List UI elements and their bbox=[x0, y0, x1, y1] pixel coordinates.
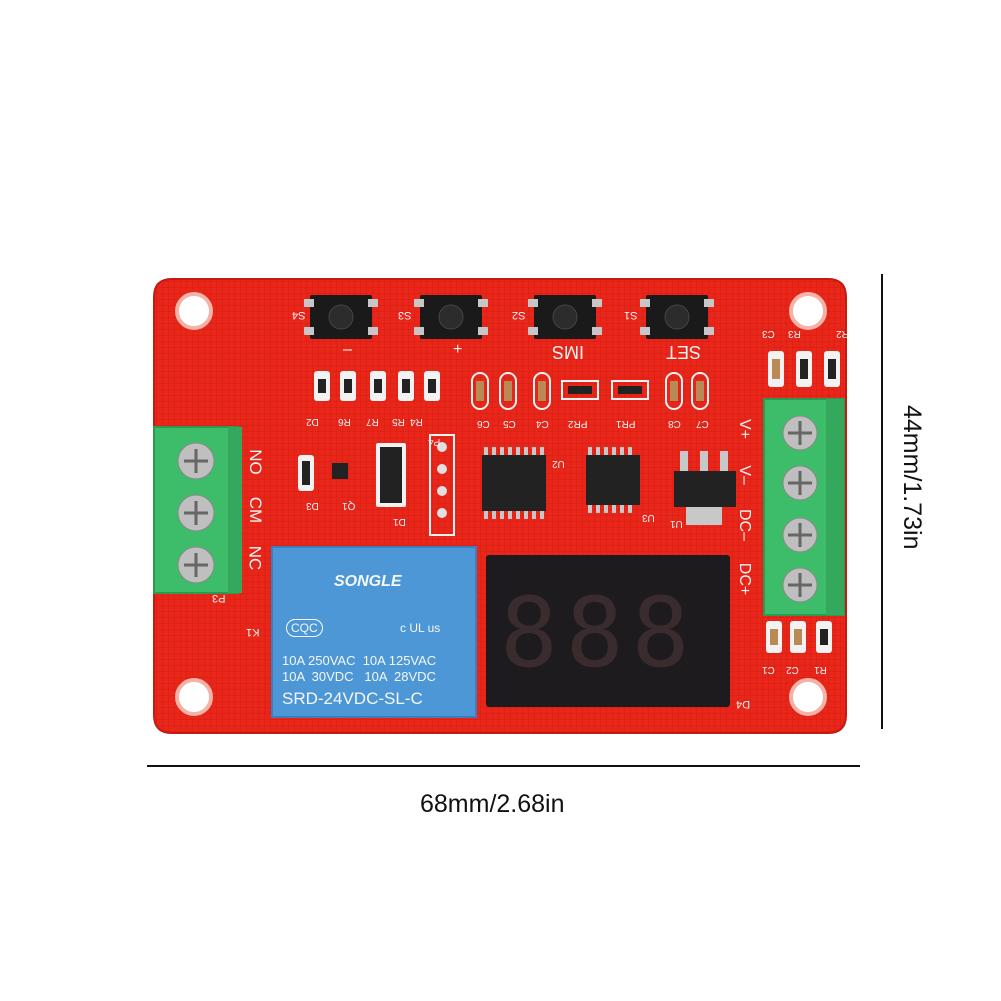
right-terminal-block bbox=[763, 398, 845, 616]
relay-ul-mark: c UL us bbox=[400, 621, 441, 635]
button-caption-plus: + bbox=[453, 341, 463, 358]
seven-segment-digits: 888 bbox=[500, 577, 698, 689]
left-terminal-no: NO bbox=[245, 449, 265, 475]
ref-r3: R3 bbox=[788, 328, 801, 339]
display-ref: D4 bbox=[736, 698, 751, 710]
width-dimension-line bbox=[147, 765, 860, 767]
ref-r1: R1 bbox=[814, 664, 827, 675]
height-dimension-label: 44mm/1.73in bbox=[898, 405, 926, 550]
left-terminal-nc: NC bbox=[245, 545, 265, 571]
push-buttons bbox=[304, 295, 714, 339]
ref-c3: C3 bbox=[762, 328, 775, 339]
ref-c2: C2 bbox=[786, 664, 799, 675]
button-label-s4: S4 bbox=[292, 309, 306, 321]
ref-p4: P4 bbox=[428, 436, 441, 447]
button-label-s3: S3 bbox=[398, 309, 412, 321]
left-terminal-block bbox=[153, 426, 242, 594]
relay-body bbox=[271, 546, 477, 718]
button-caption-set: SET bbox=[666, 342, 702, 362]
relay-rating-1: 10A 250VAC 10A 125VAC bbox=[282, 653, 437, 668]
ref-pr1: PR1 bbox=[616, 418, 636, 429]
right-terminal-dcplus: DC+ bbox=[736, 562, 754, 596]
button-caption-ims: IMS bbox=[552, 342, 585, 362]
mounting-holes bbox=[175, 292, 827, 716]
right-terminal-dcminus: DC– bbox=[736, 508, 754, 542]
ref-r7: R7 bbox=[366, 416, 379, 427]
ref-c1: C1 bbox=[762, 664, 775, 675]
relay-module-board bbox=[153, 278, 847, 734]
ref-r2: R2 bbox=[836, 328, 849, 339]
left-terminal-ref: P3 bbox=[212, 592, 226, 604]
ref-q1: Q1 bbox=[342, 500, 356, 511]
button-caption-minus: – bbox=[343, 341, 352, 358]
width-dimension-label: 68mm/2.68in bbox=[420, 790, 565, 818]
left-terminal-cm: CM bbox=[246, 496, 266, 524]
ref-d3: D3 bbox=[306, 500, 319, 511]
ref-pr2: PR2 bbox=[568, 418, 588, 429]
p4-header bbox=[429, 434, 455, 536]
button-label-s1: S1 bbox=[624, 309, 638, 321]
relay-brand: SONGLE bbox=[334, 573, 402, 590]
smd-components bbox=[298, 351, 840, 653]
ref-u1: U1 bbox=[670, 518, 683, 529]
right-terminal-vminus: V– bbox=[735, 465, 753, 485]
button-label-s2: S2 bbox=[512, 309, 526, 321]
ref-r4: R4 bbox=[410, 416, 423, 427]
height-dimension-line bbox=[881, 274, 883, 729]
ref-c7: C7 bbox=[696, 418, 709, 429]
ref-c8: C8 bbox=[668, 418, 681, 429]
relay-ref: K1 bbox=[246, 626, 260, 638]
relay-model: SRD-24VDC-SL-C bbox=[282, 689, 423, 708]
ref-c6: C6 bbox=[477, 418, 490, 429]
ic-chips bbox=[482, 447, 736, 525]
ref-u3: U3 bbox=[642, 512, 655, 523]
relay-rating-2: 10A 30VDC 10A 28VDC bbox=[282, 669, 436, 684]
ref-r6: R6 bbox=[338, 416, 351, 427]
ref-c4: C4 bbox=[536, 418, 549, 429]
ref-r5: R5 bbox=[392, 416, 405, 427]
ref-d2: D2 bbox=[306, 416, 319, 427]
ref-d1: D1 bbox=[393, 516, 406, 527]
ref-u2: U2 bbox=[552, 458, 565, 469]
relay-label: SONGLE CQC c UL us 10A 250VAC 10A 125VAC… bbox=[272, 547, 476, 717]
relay-cert-cqc: CQC bbox=[286, 619, 323, 637]
right-terminal-vplus: V+ bbox=[736, 418, 754, 440]
seven-segment-display-body bbox=[486, 555, 730, 707]
ref-c5: C5 bbox=[503, 418, 516, 429]
